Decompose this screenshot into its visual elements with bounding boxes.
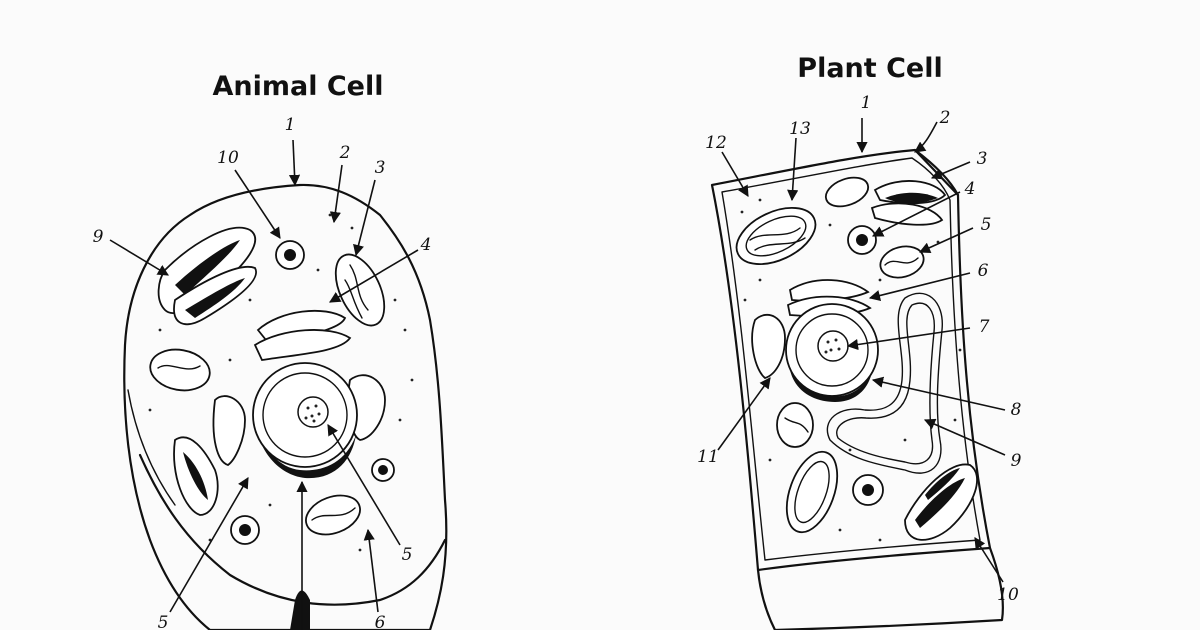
animal-label-5b: 5 <box>158 613 169 630</box>
animal-golgi-left <box>159 228 257 324</box>
animal-label-4: 4 <box>420 235 432 255</box>
plant-label-11: 11 <box>697 447 719 467</box>
plant-label-4: 4 <box>964 179 976 199</box>
animal-label-10: 10 <box>217 148 239 168</box>
animal-cell-diagram: Animal Cell <box>93 71 447 630</box>
plant-chloroplast-1 <box>728 196 824 275</box>
plant-label-8: 8 <box>1011 400 1022 420</box>
plant-label-12: 12 <box>705 133 727 153</box>
plant-label-7: 7 <box>979 317 990 337</box>
animal-label-5: 5 <box>402 545 413 565</box>
plant-label-3: 3 <box>977 149 988 169</box>
plant-nucleolus <box>818 331 848 361</box>
animal-golgi-lower <box>174 437 218 515</box>
plant-label-9: 9 <box>1011 451 1022 471</box>
animal-nucleolus <box>298 397 328 427</box>
plant-mitochondrion <box>905 464 977 539</box>
animal-label-6: 6 <box>375 613 386 630</box>
plant-chloroplast-4 <box>777 403 813 447</box>
animal-cell-title: Animal Cell <box>212 71 383 102</box>
animal-er-left <box>213 396 245 465</box>
plant-label-6: 6 <box>978 261 989 281</box>
animal-label-2: 2 <box>339 143 351 163</box>
animal-label-3: 3 <box>375 158 386 178</box>
plant-label-5: 5 <box>981 215 992 235</box>
plant-label-10: 10 <box>997 585 1019 605</box>
plant-vesicle-1 <box>848 226 876 254</box>
plant-cell-title: Plant Cell <box>797 53 942 84</box>
plant-chloroplast-5 <box>777 445 847 539</box>
animal-vesicle-2 <box>372 459 394 481</box>
plant-vesicle-2 <box>853 475 883 505</box>
plant-chloroplast-2 <box>822 172 872 211</box>
plant-er-left <box>752 315 785 378</box>
plant-label-13: 13 <box>789 119 811 139</box>
animal-label-1: 1 <box>285 115 296 135</box>
animal-mitochondrion-2 <box>147 345 213 395</box>
animal-golgi-center <box>255 311 350 360</box>
animal-nucleus <box>253 363 357 478</box>
animal-label-9: 9 <box>93 227 104 247</box>
plant-label-1: 1 <box>861 93 872 113</box>
plant-cell-diagram: Plant Cell <box>697 53 1021 630</box>
plant-label-2: 2 <box>939 108 951 128</box>
animal-vesicle-3 <box>231 516 259 544</box>
animal-mitochondrion-3 <box>301 489 366 542</box>
plant-nucleus <box>786 304 878 402</box>
animal-vesicle-1 <box>276 241 304 269</box>
plant-chloroplast-3 <box>877 242 927 282</box>
